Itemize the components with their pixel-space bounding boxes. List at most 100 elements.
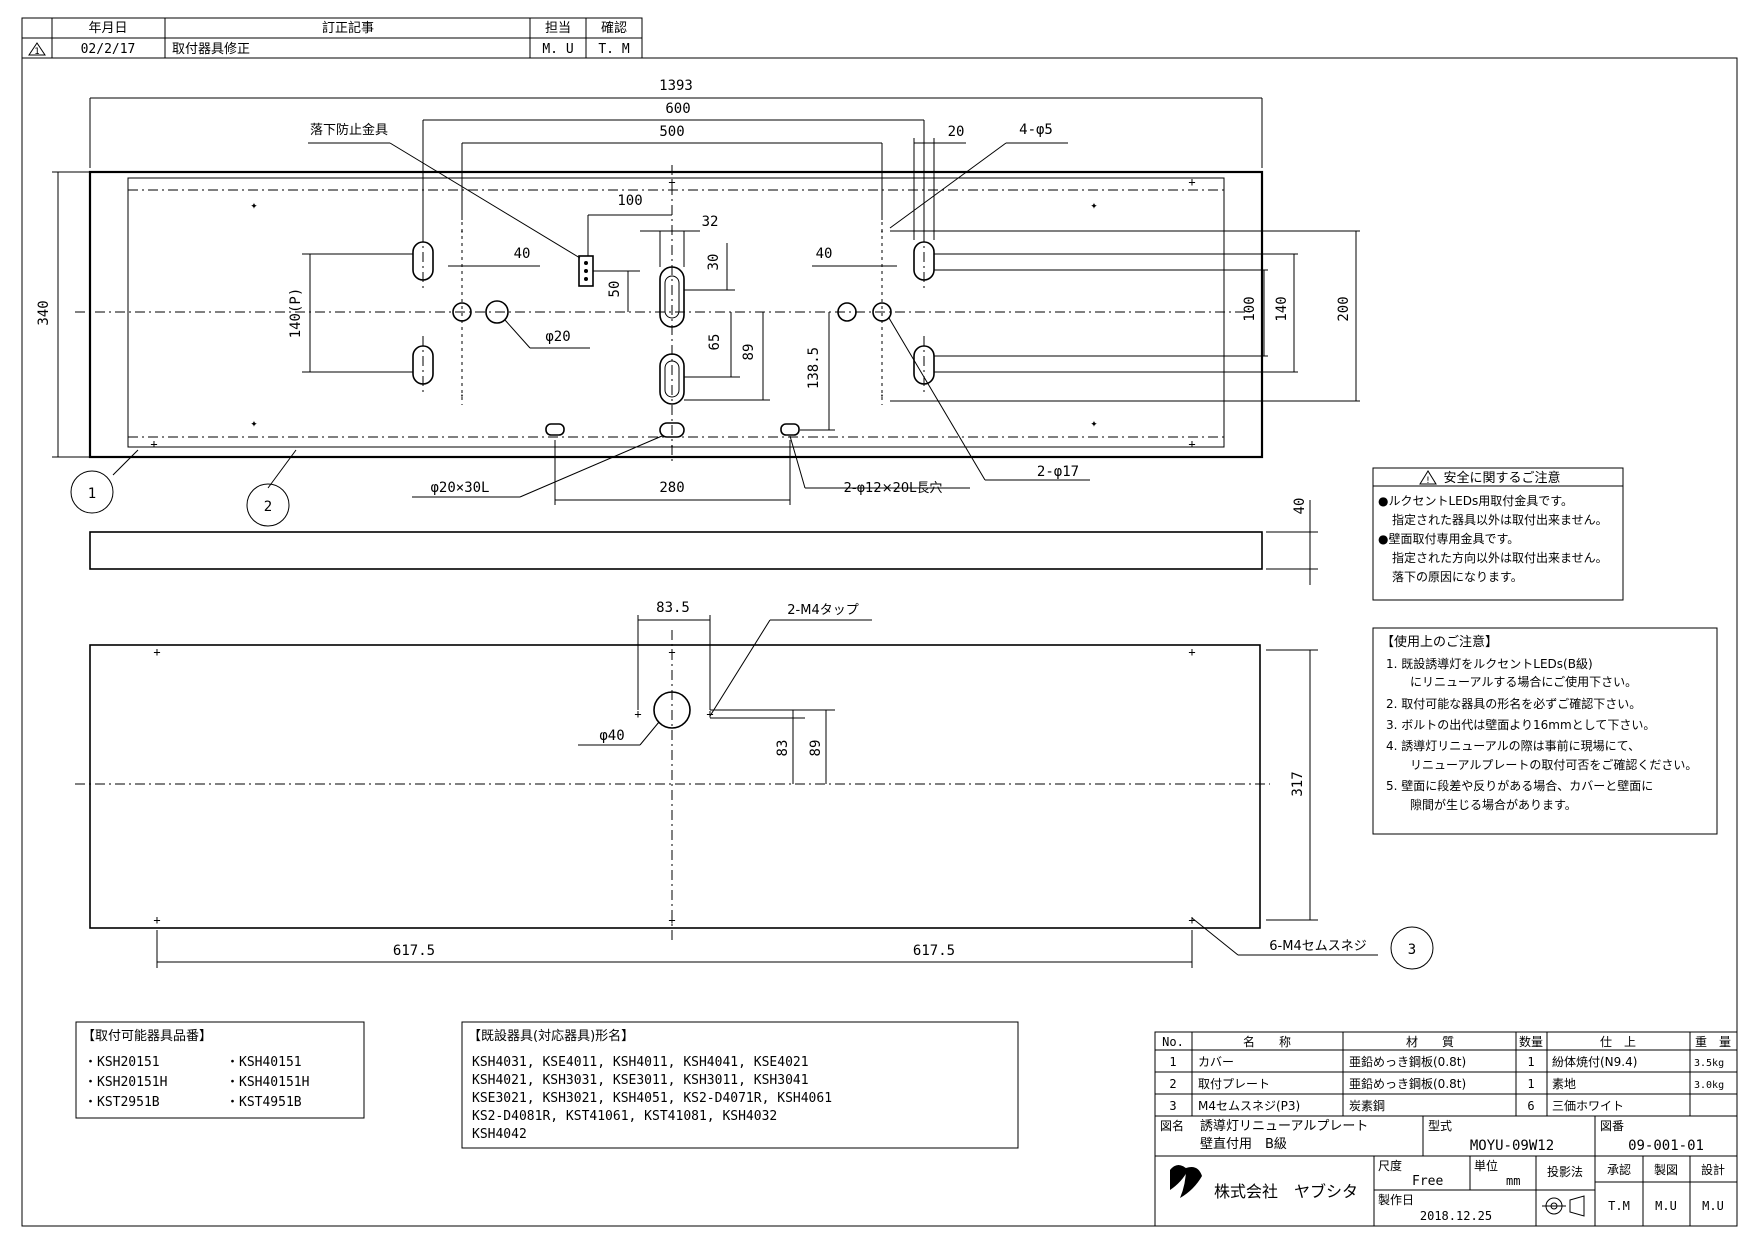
callout-1: 1 bbox=[70, 449, 139, 514]
dim-340: 340 bbox=[36, 300, 52, 325]
existing-title: 【既設器具(対応器具)形名】 bbox=[468, 1028, 634, 1044]
revision-date: 02/2/17 bbox=[81, 42, 136, 57]
existing-fixtures-box: 【既設器具(対応器具)形名】 KSH4031, KSE4011, KSH4011… bbox=[461, 1021, 1019, 1149]
usage-line-7: 5. 壁面に段差や反りがある場合、カバーと壁面に bbox=[1386, 778, 1653, 793]
safety-line-3: ●壁面取付専用金具です。 bbox=[1378, 531, 1519, 546]
unit-value: mm bbox=[1506, 1174, 1520, 1188]
svg-text:✦: ✦ bbox=[1090, 198, 1097, 212]
svg-text:1: 1 bbox=[34, 47, 39, 57]
compatible-item: ・KST4951B bbox=[226, 1095, 302, 1110]
usage-notice-box: 【使用上のご注意】 1. 既設誘導灯をルクセントLEDs(B級) にリニューアル… bbox=[1372, 627, 1718, 835]
svg-text:+: + bbox=[668, 913, 675, 927]
svg-text:·: · bbox=[878, 389, 885, 403]
svg-text:+: + bbox=[1188, 437, 1195, 451]
dim-280: 280 bbox=[659, 480, 684, 496]
slot-left-upper bbox=[412, 232, 434, 290]
label-phi20: φ20 bbox=[545, 329, 570, 345]
svg-text:+: + bbox=[153, 913, 160, 927]
dim-500: 500 bbox=[659, 124, 684, 140]
slot-center-upper bbox=[659, 266, 685, 328]
svg-text:✦: ✦ bbox=[1090, 416, 1097, 430]
drawing-number: 09-001-01 bbox=[1628, 1138, 1704, 1154]
existing-line: KSE3021, KSH3021, KSH4051, KS2-D4071R, K… bbox=[472, 1091, 832, 1106]
usage-line-4: 3. ボルトの出代は壁面より16mmとして下さい。 bbox=[1386, 717, 1655, 732]
parts-cell: 炭素鋼 bbox=[1349, 1099, 1385, 1113]
svg-text:·: · bbox=[458, 389, 465, 403]
svg-text:·: · bbox=[458, 225, 465, 239]
dim-83-5: 83.5 bbox=[656, 600, 690, 616]
parts-cell: M4セムスネジ(P3) bbox=[1198, 1099, 1300, 1113]
label-4phi5: 4-φ5 bbox=[1019, 122, 1053, 138]
svg-text:+: + bbox=[668, 645, 675, 659]
callout-3: 3 bbox=[1390, 926, 1434, 970]
fall-guard-bracket bbox=[578, 255, 594, 287]
slot-left-lower bbox=[412, 336, 434, 394]
projection-label: 投影法 bbox=[1547, 1164, 1583, 1179]
company-logo-icon bbox=[1170, 1165, 1202, 1198]
revision-table: 年月日 訂正記事 担当 確認 1 02/2/17 取付器具修正 M. U T. … bbox=[21, 17, 643, 59]
svg-text:·: · bbox=[878, 225, 885, 239]
hole-phi20 bbox=[485, 300, 509, 324]
dim-140-right: 140 bbox=[1274, 296, 1290, 321]
compatible-products-box: 【取付可能器具品番】 ・KSH20151 ・KSH20151H ・KST2951… bbox=[75, 1021, 365, 1119]
dim-200-right: 200 bbox=[1336, 296, 1352, 321]
slot-right-upper bbox=[913, 232, 935, 290]
bottom-screw-marks: + + + + + + + + bbox=[153, 645, 1195, 927]
parts-header-finish: 仕 上 bbox=[1600, 1035, 1636, 1049]
drawing-no-label: 図番 bbox=[1600, 1119, 1624, 1133]
parts-cell: 1 bbox=[1527, 1055, 1534, 1069]
svg-text:+: + bbox=[1188, 913, 1195, 927]
callout-2: 2 bbox=[246, 449, 297, 527]
title-label: 図名 bbox=[1160, 1118, 1184, 1133]
usage-line-8: 隙間が生じる場合があります。 bbox=[1410, 797, 1577, 812]
draw-value: M.U bbox=[1655, 1199, 1677, 1213]
compatible-title: 【取付可能器具品番】 bbox=[82, 1029, 212, 1044]
sheet-border bbox=[21, 57, 1738, 1227]
hole-right-inner bbox=[837, 302, 857, 322]
design-value: M.U bbox=[1702, 1199, 1724, 1213]
dim-100-right: 100 bbox=[1242, 296, 1258, 321]
slot-bottom-left bbox=[545, 423, 565, 436]
approve-label: 承認 bbox=[1607, 1162, 1631, 1177]
svg-text:+: + bbox=[153, 645, 160, 659]
dim-30: 30 bbox=[706, 254, 722, 271]
made-date: 2018.12.25 bbox=[1420, 1209, 1492, 1223]
parts-cell: 6 bbox=[1527, 1099, 1534, 1113]
approve-value: T.M bbox=[1608, 1199, 1630, 1213]
parts-cell: 1 bbox=[1169, 1055, 1176, 1069]
usage-title: 【使用上のご注意】 bbox=[1381, 634, 1498, 650]
slot-right-lower bbox=[913, 336, 935, 394]
dim-138-5: 138.5 bbox=[806, 347, 822, 389]
svg-text:✦: ✦ bbox=[250, 198, 257, 212]
design-label: 設計 bbox=[1701, 1162, 1725, 1177]
safety-line-4: 指定された方向以外は取付出来ません。 bbox=[1392, 550, 1608, 565]
usage-line-3: 2. 取付可能な器具の形名を必ずご確認下さい。 bbox=[1386, 696, 1641, 711]
svg-text:·: · bbox=[668, 440, 675, 454]
dim-50: 50 bbox=[607, 281, 623, 298]
screw-marks: + ✦ ✦ ✦ ✦ + + + · · · · · bbox=[150, 175, 1195, 454]
dim-100: 100 bbox=[617, 193, 642, 209]
parts-cell: 亜鉛めっき鋼板(0.8t) bbox=[1349, 1055, 1466, 1069]
label-2phi17: 2-φ17 bbox=[1037, 464, 1079, 480]
safety-notice-box: ! 安全に関するご注意 ●ルクセントLEDs用取付金具です。 指定された器具以外… bbox=[1372, 467, 1624, 601]
made-label: 製作日 bbox=[1378, 1193, 1414, 1207]
revision-header-check: 確認 bbox=[601, 20, 627, 36]
dim-617-5-right: 617.5 bbox=[913, 943, 955, 959]
hole-left-17 bbox=[452, 302, 472, 322]
existing-line: KSH4031, KSE4011, KSH4011, KSH4041, KSE4… bbox=[472, 1055, 809, 1070]
compatible-item: ・KSH20151H bbox=[84, 1075, 167, 1090]
svg-text:+: + bbox=[706, 707, 713, 721]
label-2phi12x20l: 2-φ12×20L長穴 bbox=[844, 481, 943, 496]
safety-title: 安全に関するご注意 bbox=[1443, 470, 1560, 486]
compatible-item: ・KSH20151 bbox=[84, 1055, 160, 1070]
revision-by: M. U bbox=[542, 42, 573, 57]
dim-617-5-left: 617.5 bbox=[393, 943, 435, 959]
svg-text:3: 3 bbox=[1408, 942, 1416, 958]
dim-32: 32 bbox=[702, 214, 719, 230]
safety-line-5: 落下の原因になります。 bbox=[1392, 570, 1523, 584]
dim-89-lower: 89 bbox=[808, 740, 824, 757]
warning-triangle-icon: ! bbox=[1419, 470, 1437, 486]
parts-table: No. 名 称 材 質 数量 仕 上 重 量 1 カバー 亜鉛めっき鋼板(0.8… bbox=[1154, 1031, 1738, 1117]
usage-line-1: 1. 既設誘導灯をルクセントLEDs(B級) bbox=[1386, 656, 1593, 671]
